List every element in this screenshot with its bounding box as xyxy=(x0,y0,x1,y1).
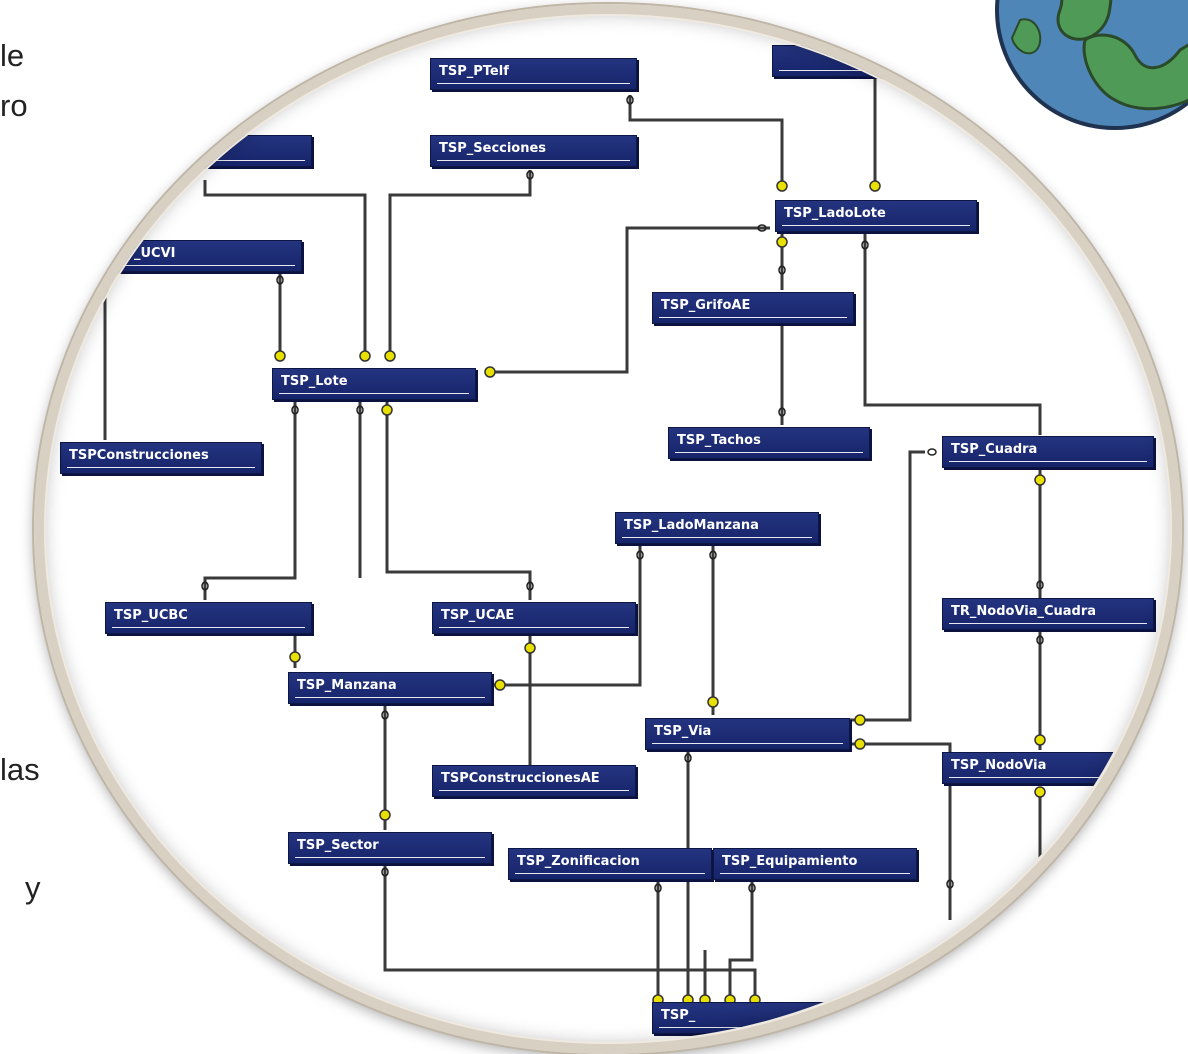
table-tsp-cuadra[interactable]: TSP_Cuadra xyxy=(942,436,1154,468)
table-top-right[interactable] xyxy=(772,45,924,77)
table-name: TSPConstrucciones xyxy=(69,448,209,463)
table-name: TSP_Sector xyxy=(297,838,379,853)
table-tsp-ucae[interactable]: TSP_UCAE xyxy=(432,602,636,634)
table-tsp-tachos[interactable]: TSP_Tachos xyxy=(668,427,870,459)
table-name: TSP_Secciones xyxy=(439,141,547,156)
table-name: TSP_PTelf xyxy=(439,64,509,79)
side-text-2: ro xyxy=(0,88,28,123)
table-tsp-ucbc[interactable]: TSP_UCBC xyxy=(105,602,312,634)
table-name: TSP_NodoVia xyxy=(951,758,1047,773)
table-tsp-ptelf[interactable]: TSP_PTelf xyxy=(430,58,637,90)
table-tsp-grifoae[interactable]: TSP_GrifoAE xyxy=(652,292,854,324)
table-name: TSP_Cuadra xyxy=(951,442,1038,457)
table-tsp-sector[interactable]: TSP_Sector xyxy=(288,832,492,864)
table-tsp-ucvi[interactable]: _UCVI xyxy=(95,240,302,272)
side-text-3: las xyxy=(0,752,40,787)
table-tr-nodovia-cuadra[interactable]: TR_NodoVia_Cuadra xyxy=(942,598,1154,630)
side-text-1: le xyxy=(0,38,25,73)
table-tsp-ladolote[interactable]: TSP_LadoLote xyxy=(775,200,977,232)
table-tsp-lote[interactable]: TSP_Lote xyxy=(272,368,476,400)
table-tsp-ladomanzana[interactable]: TSP_LadoManzana xyxy=(615,512,819,544)
table-tsp-manzana[interactable]: TSP_Manzana xyxy=(288,672,492,704)
table-name: TR_NodoVia_Cuadra xyxy=(951,604,1097,619)
table-tsp-nodovia[interactable]: TSP_NodoVia xyxy=(942,752,1154,784)
table-name: TSPConstruccionesAE xyxy=(441,771,600,786)
table-name: TSP_ xyxy=(661,1008,696,1023)
table-tsp-bottom[interactable]: TSP_ xyxy=(652,1002,854,1034)
relationship-lines xyxy=(101,50,1046,1006)
table-name: TSP_Equipamiento xyxy=(722,854,858,869)
table-name: TSP_Via xyxy=(654,724,712,739)
table-tsp-via[interactable]: TSP_Via xyxy=(645,718,850,750)
lens-view: TSP_PTelf TSP_Secciones TSP_LadoLote _UC… xyxy=(42,12,1170,1042)
table-tsp-zonificacion[interactable]: TSP_Zonificacion xyxy=(508,848,712,880)
table-name: TSP_Manzana xyxy=(297,678,397,693)
table-name: TSP_UCBC xyxy=(114,608,188,623)
table-name: TSP_Zonificacion xyxy=(517,854,640,869)
table-name: TSP_Tachos xyxy=(677,433,761,448)
table-top-left[interactable] xyxy=(190,135,312,167)
table-tspconstrucciones[interactable]: TSPConstrucciones xyxy=(60,442,262,474)
table-name: TSP_UCAE xyxy=(441,608,515,623)
table-tspconstruccionesae[interactable]: TSPConstruccionesAE xyxy=(432,765,636,797)
table-name: TSP_Lote xyxy=(281,374,348,389)
table-name: _UCVI xyxy=(134,246,176,261)
table-tsp-equipamiento[interactable]: TSP_Equipamiento xyxy=(713,848,917,880)
table-tsp-secciones[interactable]: TSP_Secciones xyxy=(430,135,637,167)
table-name: TSP_GrifoAE xyxy=(661,298,751,313)
table-name: TSP_LadoManzana xyxy=(624,518,759,533)
er-diagram: TSP_PTelf TSP_Secciones TSP_LadoLote _UC… xyxy=(42,12,1170,1042)
table-name: TSP_LadoLote xyxy=(784,206,886,221)
